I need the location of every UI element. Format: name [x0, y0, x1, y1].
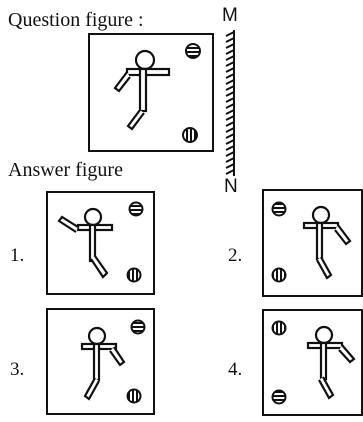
answer-figure-heading: Answer figure — [8, 159, 123, 181]
option-3-number: 3. — [10, 359, 25, 380]
question-figure-drawing — [113, 43, 201, 143]
stick-figure-icon — [57, 207, 114, 279]
option-4-box[interactable] — [262, 309, 363, 416]
vertical-striped-circle-icon — [271, 320, 287, 336]
question-figure-box — [88, 33, 214, 152]
vertical-striped-circle-icon — [182, 127, 198, 143]
vertical-striped-circle-icon — [126, 388, 142, 404]
mirror-label-n: N — [224, 176, 238, 197]
stick-figure-icon — [302, 205, 352, 280]
horizontal-striped-circle-icon — [185, 43, 201, 59]
option-1-box[interactable] — [46, 191, 155, 295]
stick-figure-icon — [113, 49, 171, 131]
option-1-number: 1. — [10, 245, 25, 266]
mirror-line-icon — [225, 30, 235, 176]
horizontal-striped-circle-icon — [271, 201, 287, 217]
vertical-striped-circle-icon — [271, 267, 287, 283]
vertical-striped-circle-icon — [126, 267, 142, 283]
option-4-drawing — [271, 320, 356, 405]
option-3-box[interactable] — [46, 308, 155, 415]
mirror-label-m: M — [222, 5, 238, 26]
option-2-drawing — [271, 201, 352, 283]
option-4-number: 4. — [228, 359, 243, 380]
stick-figure-icon — [306, 325, 356, 400]
option-1-drawing — [57, 201, 144, 283]
option-2-box[interactable] — [262, 189, 363, 297]
horizontal-striped-circle-icon — [130, 319, 146, 335]
horizontal-striped-circle-icon — [271, 389, 287, 405]
option-2-number: 2. — [228, 245, 243, 266]
stick-figure-icon — [80, 326, 126, 401]
horizontal-striped-circle-icon — [128, 201, 144, 217]
option-3-drawing — [80, 319, 146, 404]
question-figure-heading: Question figure : — [8, 9, 144, 31]
